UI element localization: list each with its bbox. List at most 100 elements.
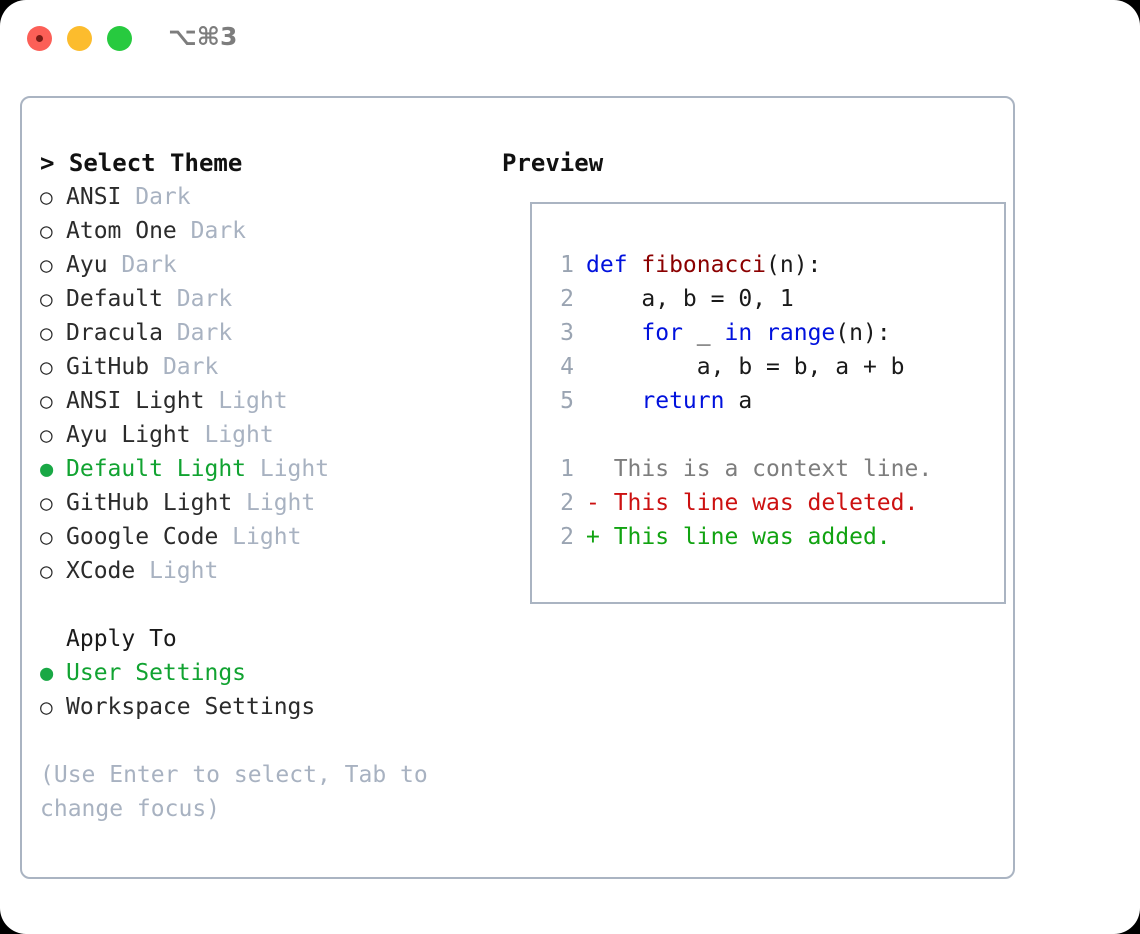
diff-line-text: + This line was added. <box>586 524 891 550</box>
theme-option-label: Dracula <box>66 320 163 346</box>
theme-option-label: XCode <box>66 558 136 584</box>
theme-variant-tag: Light <box>218 524 302 550</box>
close-window-button[interactable] <box>27 26 52 51</box>
code-token: return <box>641 388 725 414</box>
line-number: 2 <box>560 286 574 312</box>
maximize-window-button[interactable] <box>107 26 132 51</box>
radio-unselected-icon: ○ <box>40 185 53 209</box>
code-token: a, b = b, a + b <box>586 354 905 380</box>
code-line: 5 return a <box>552 384 932 418</box>
radio-unselected-icon: ○ <box>40 355 53 379</box>
radio-unselected-icon: ○ <box>40 287 53 311</box>
theme-option-github[interactable]: ○ GitHub Dark <box>40 350 480 384</box>
line-number: 1 <box>560 456 574 482</box>
code-token: range <box>766 320 836 346</box>
code-token <box>586 388 641 414</box>
code-line: 4 a, b = b, a + b <box>552 350 932 384</box>
diff-line-text: This is a context line. <box>586 456 933 482</box>
theme-list-column: > Select Theme ○ANSI Dark○Atom One Dark○… <box>40 146 480 724</box>
theme-option-label: ANSI <box>66 184 122 210</box>
radio-unselected-icon: ○ <box>40 219 53 243</box>
code-token: a <box>724 388 753 414</box>
diff-line-ctx: 1 This is a context line. <box>552 452 932 486</box>
radio-unselected-icon: ○ <box>40 389 53 413</box>
code-token <box>752 320 766 346</box>
list-spacer <box>40 588 480 622</box>
theme-selector-panel: > Select Theme ○ANSI Dark○Atom One Dark○… <box>20 96 1015 879</box>
theme-option-dracula[interactable]: ○Dracula Dark <box>40 316 480 350</box>
theme-option-google-code[interactable]: ○ Google Code Light <box>40 520 480 554</box>
theme-option-github-light[interactable]: ○GitHub Light Light <box>40 486 480 520</box>
theme-option-label: Default Light <box>66 456 247 482</box>
radio-unselected-icon: ○ <box>40 321 53 345</box>
theme-option-atom-one[interactable]: ○ Atom One Dark <box>40 214 480 248</box>
theme-option-ansi[interactable]: ○ ANSI Dark <box>40 180 480 214</box>
theme-option-label: GitHub Light <box>66 490 233 516</box>
code-token: fibonacci <box>641 252 767 278</box>
theme-option-label: Atom One <box>66 218 177 244</box>
apply-to-option-workspace-settings[interactable]: ○ Workspace Settings <box>40 690 480 724</box>
theme-variant-tag: Dark <box>176 218 247 244</box>
theme-option-label: GitHub <box>66 354 150 380</box>
theme-option-label: Ayu Light <box>66 422 191 448</box>
line-number: 5 <box>560 388 574 414</box>
radio-unselected-icon: ○ <box>40 559 53 583</box>
theme-option-default[interactable]: ○ Default Dark <box>40 282 480 316</box>
apply-to-option-label: User Settings <box>66 660 247 686</box>
radio-selected-icon: ● <box>40 457 54 482</box>
theme-variant-tag: Dark <box>121 184 191 210</box>
theme-variant-tag: Light <box>135 558 219 584</box>
theme-option-ayu[interactable]: ○ Ayu Dark <box>40 248 480 282</box>
diff-line-add: 2 + This line was added. <box>552 520 932 554</box>
theme-option-default-light[interactable]: ● Default Light Light <box>40 452 480 486</box>
code-token: (n): <box>766 252 822 278</box>
radio-unselected-icon: ○ <box>40 423 53 447</box>
apply-to-label: Apply To <box>66 626 177 652</box>
preview-title: Preview <box>502 149 604 177</box>
radio-unselected-icon: ○ <box>40 525 53 549</box>
theme-option-label: Ayu <box>66 252 108 278</box>
theme-variant-tag: Dark <box>162 286 233 312</box>
apply-to-option-list[interactable]: ● User Settings ○ Workspace Settings <box>40 656 480 724</box>
keyboard-shortcut-label: ⌥⌘3 <box>168 22 238 51</box>
apply-to-option-user-settings[interactable]: ● User Settings <box>40 656 480 690</box>
theme-option-label: Google Code <box>66 524 219 550</box>
radio-unselected-icon: ○ <box>40 695 53 719</box>
code-line: 2 a, b = 0, 1 <box>552 282 932 316</box>
diff-line-text: - This line was deleted. <box>586 490 919 516</box>
line-number: 3 <box>560 320 574 346</box>
line-number: 2 <box>560 524 574 550</box>
theme-variant-tag: Light <box>232 490 316 516</box>
theme-option-label: ANSI Light <box>66 388 205 414</box>
theme-option-list[interactable]: ○ ANSI Dark ○ Atom One Dark ○ Ayu Dark ○ Defaul… <box>40 180 480 588</box>
select-theme-header: > Select Theme <box>40 149 243 177</box>
theme-variant-tag: Dark <box>149 354 219 380</box>
keyboard-hint-text: (Use Enter to select, Tab to change focu… <box>40 762 428 822</box>
theme-option-label: Default <box>66 286 163 312</box>
radio-unselected-icon: ○ <box>40 253 53 277</box>
code-token: a, b = 0, 1 <box>586 286 794 312</box>
theme-option-ansi-light[interactable]: ○ ANSI Light Light <box>40 384 480 418</box>
code-diff-separator <box>552 418 932 452</box>
theme-option-xcode[interactable]: ○ XCode Light <box>40 554 480 588</box>
code-token: _ <box>682 320 725 346</box>
line-number: 4 <box>560 354 574 380</box>
theme-variant-tag: Light <box>190 422 274 448</box>
code-line: 3 for _ in range(n): <box>552 316 932 350</box>
code-token <box>586 320 641 346</box>
theme-variant-tag: Dark <box>107 252 177 278</box>
radio-selected-icon: ● <box>40 661 54 686</box>
theme-variant-tag: Light <box>246 456 330 482</box>
theme-variant-tag: Light <box>204 388 288 414</box>
code-token: (n): <box>835 320 891 346</box>
line-number: 1 <box>560 252 574 278</box>
code-token: for <box>641 320 683 346</box>
minimize-window-button[interactable] <box>67 26 92 51</box>
apply-to-option-label: Workspace Settings <box>66 694 316 720</box>
theme-option-ayu-light[interactable]: ○ Ayu Light Light <box>40 418 480 452</box>
